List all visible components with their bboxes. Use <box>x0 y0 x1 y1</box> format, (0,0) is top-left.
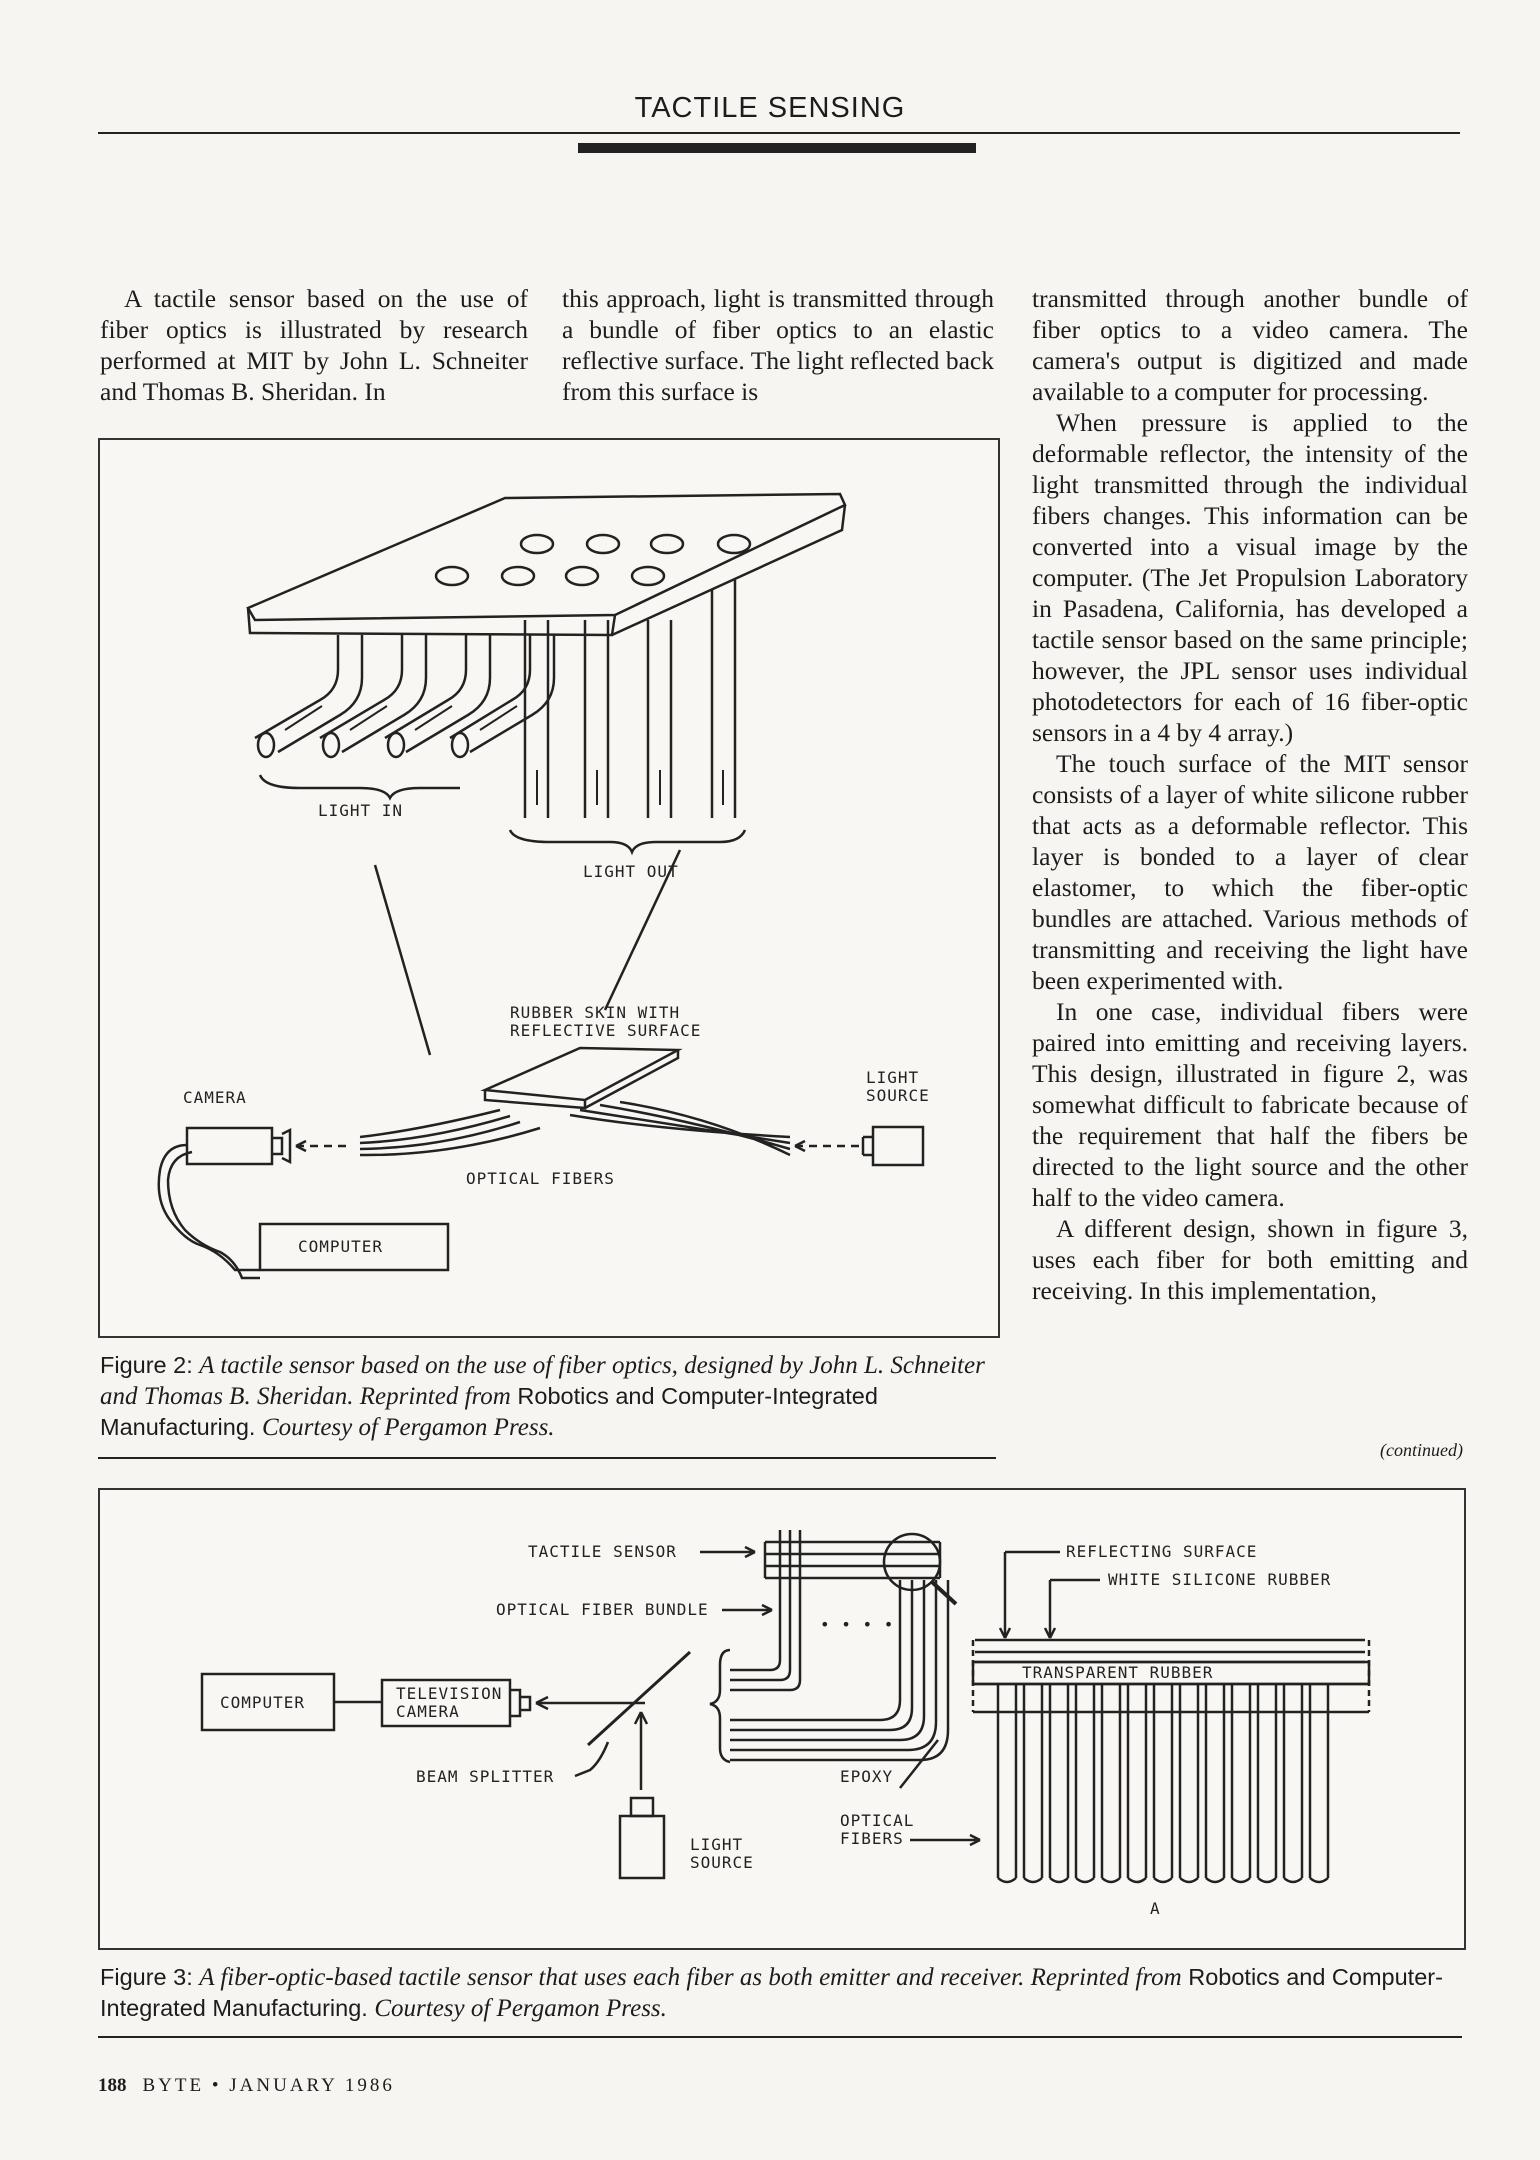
television-camera-box <box>380 1678 512 1728</box>
label-tactile-sensor: TACTILE SENSOR <box>528 1542 677 1561</box>
camera-box <box>185 1126 274 1166</box>
continued-note: (continued) <box>1380 1440 1463 1460</box>
plate-hole <box>585 533 621 555</box>
column-1: A tactile sensor based on the use of fib… <box>100 283 528 407</box>
column-2: this approach, light is transmitted thro… <box>562 283 994 407</box>
label-rubber-skin-2: REFLECTIVE SURFACE <box>510 1021 701 1040</box>
figure-2-caption-label: Figure 2: <box>100 1352 193 1378</box>
label-transparent-rubber: TRANSPARENT RUBBER <box>1022 1663 1213 1682</box>
figure-3-svg: TACTILE SENSOR OPTICAL FIBER BUNDLE COMP… <box>200 1530 1371 1918</box>
label-fig3-fibers: FIBERS <box>840 1829 904 1848</box>
page-footer: 188 BYTE • JANUARY 1986 <box>98 2075 395 2097</box>
figure-3-rule <box>98 2036 1462 2038</box>
label-light-source-2: SOURCE <box>866 1086 930 1105</box>
label-fig3-computer: COMPUTER <box>220 1693 305 1712</box>
light-out-fibers <box>523 580 737 818</box>
computer-box <box>258 1222 450 1272</box>
sensor-plate-edge <box>246 607 617 637</box>
col3-para-3: The touch surface of the MIT sensor cons… <box>1032 749 1468 995</box>
fig3-sensor-layers <box>975 1638 1365 1664</box>
label-computer: COMPUTER <box>298 1237 383 1256</box>
plate-hole <box>564 565 600 587</box>
label-camera: CAMERA <box>183 1088 247 1107</box>
fig3-bundle-brace <box>709 1648 731 1764</box>
col1-para-1: A tactile sensor based on the use of fib… <box>100 284 528 406</box>
label-fig3-light: LIGHT <box>690 1835 743 1854</box>
light-out-brace <box>508 829 747 856</box>
plate-hole <box>716 533 752 555</box>
camera-cable <box>157 1143 260 1272</box>
optical-fibers-left <box>359 1108 541 1157</box>
figure-3-illustration: TACTILE SENSOR OPTICAL FIBER BUNDLE COMP… <box>98 1488 1466 1950</box>
page-number: 188 <box>98 2075 127 2096</box>
header-thin-rule <box>98 132 1460 134</box>
col3-para-2: When pressure is applied to the deformab… <box>1032 408 1468 747</box>
fig3-vertical-fibers <box>996 1684 1330 1884</box>
optical-fibers-right <box>569 1100 791 1157</box>
label-reflecting-surface: REFLECTING SURFACE <box>1066 1542 1257 1561</box>
light-in-brace <box>258 774 460 801</box>
col2-para-1: this approach, light is transmitted thro… <box>562 284 994 406</box>
magnifier-handle <box>930 1580 958 1606</box>
figure-2-illustration: LIGHT IN LIGHT OUT RUBBER SKIN WITH REFL… <box>98 438 1000 1338</box>
figure-3-caption: Figure 3: A fiber-optic-based tactile se… <box>100 1962 1462 2024</box>
header-thick-rule <box>578 143 976 153</box>
column-3: transmitted through another bundle of fi… <box>1032 283 1468 1306</box>
label-optical-fibers: OPTICAL FIBERS <box>466 1169 615 1188</box>
figure-2-svg: LIGHT IN LIGHT OUT RUBBER SKIN WITH REFL… <box>157 492 930 1280</box>
magazine-issue: BYTE • JANUARY 1986 <box>142 2075 395 2096</box>
fiber-arrows <box>284 705 724 805</box>
label-light-in: LIGHT IN <box>318 801 403 820</box>
label-fig3-optical: OPTICAL <box>840 1811 914 1830</box>
figure-2-rule <box>98 1457 996 1459</box>
figure-3-caption-credit: Courtesy of Pergamon Press. <box>374 1995 667 2022</box>
figure-2-caption: Figure 2: A tactile sensor based on the … <box>100 1350 1000 1443</box>
tactile-sensor-bar <box>765 1540 940 1580</box>
plate-hole <box>630 565 666 587</box>
label-rubber-skin-1: RUBBER SKIN WITH <box>510 1003 680 1022</box>
label-white-silicone-rubber: WHITE SILICONE RUBBER <box>1108 1570 1331 1589</box>
plate-hole <box>500 565 536 587</box>
magnifier-lens <box>882 1532 942 1592</box>
figure-2-caption-credit: Courtesy of Pergamon Press. <box>261 1414 555 1441</box>
light-in-fibers <box>254 635 556 759</box>
fig3-light-source-box <box>618 1814 666 1880</box>
plate-hole <box>519 533 555 555</box>
figure-3-caption-source: Robotics and Computer-Integrated Manufac… <box>100 1964 1443 2021</box>
plate-hole <box>434 565 470 587</box>
label-optical-fiber-bundle: OPTICAL FIBER BUNDLE <box>496 1600 709 1619</box>
figure-2-caption-text: A tactile sensor based on the use of fib… <box>100 1352 985 1410</box>
label-epoxy: EPOXY <box>840 1767 893 1786</box>
label-fig3-source: SOURCE <box>690 1853 754 1872</box>
fiber-bundle-path <box>730 1530 792 1682</box>
plate-hole <box>649 533 685 555</box>
label-beam-splitter: BEAM SPLITTER <box>416 1767 554 1786</box>
label-ellipsis-dots: • • • • <box>820 1615 894 1634</box>
figure-2-caption-source: Robotics and Computer-Integrated Manufac… <box>100 1383 878 1440</box>
label-a: A <box>1150 1899 1161 1918</box>
label-tv-camera: CAMERA <box>396 1702 460 1721</box>
col3-para-4: In one case, individual fibers were pair… <box>1032 997 1468 1212</box>
beam-splitter <box>586 1650 692 1747</box>
col3-para-1: transmitted through another bundle of fi… <box>1032 284 1468 406</box>
sensor-plate <box>246 492 847 622</box>
col3-para-5: A different design, shown in figure 3, u… <box>1032 1214 1468 1305</box>
figure-3-caption-label: Figure 3: <box>100 1964 193 1990</box>
label-light-source-1: LIGHT <box>866 1068 919 1087</box>
section-header: TACTILE SENSING <box>634 92 906 124</box>
figure-3-caption-text: A fiber-optic-based tactile sensor that … <box>199 1964 1182 1991</box>
label-television: TELEVISION <box>396 1684 502 1703</box>
light-source-box <box>871 1125 925 1167</box>
label-light-out: LIGHT OUT <box>583 862 679 881</box>
